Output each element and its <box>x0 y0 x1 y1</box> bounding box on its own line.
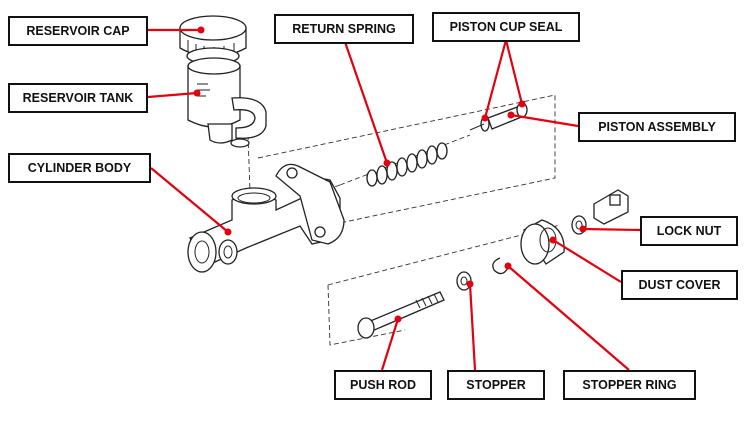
label-stopper-ring: STOPPER RING <box>563 370 696 400</box>
cylinder-body <box>187 163 345 273</box>
stopper-ring <box>492 257 509 275</box>
reservoir-cap <box>179 15 247 65</box>
label-reservoir-cap: RESERVOIR CAP <box>8 16 148 46</box>
leader-return-spring <box>343 41 391 167</box>
label-stopper: STOPPER <box>447 370 545 400</box>
label-reservoir-tank: RESERVOIR TANK <box>8 83 148 113</box>
label-push-rod: PUSH ROD <box>334 370 432 400</box>
leader-piston-assembly <box>507 111 579 128</box>
dust-cover <box>520 219 565 265</box>
leader-stopper-ring <box>504 262 630 371</box>
leader-reservoir-tank <box>147 89 201 99</box>
reservoir-tank <box>187 57 267 148</box>
label-lock-nut: LOCK NUT <box>640 216 738 246</box>
label-cylinder-body: CYLINDER BODY <box>8 153 151 183</box>
label-dust-cover: DUST COVER <box>621 270 738 300</box>
leader-push-rod <box>380 315 402 371</box>
return-spring <box>366 142 448 187</box>
label-return-spring: RETURN SPRING <box>274 14 414 44</box>
label-piston-assembly: PISTON ASSEMBLY <box>578 112 736 142</box>
push-rod <box>357 291 445 339</box>
leader-cylinder-body <box>150 167 232 236</box>
clevis <box>593 189 629 225</box>
leader-stopper <box>466 280 477 371</box>
upper-assembly-plane <box>257 94 556 226</box>
lower-assembly-plane <box>327 224 561 346</box>
leader-dust-cover <box>549 236 622 283</box>
leader-lock-nut <box>579 225 641 233</box>
leader-piston-cup-seal-2 <box>504 39 526 108</box>
leader-reservoir-cap <box>148 26 205 34</box>
leader-piston-cup-seal-1 <box>481 39 508 122</box>
label-piston-cup-seal: PISTON CUP SEAL <box>432 12 580 42</box>
